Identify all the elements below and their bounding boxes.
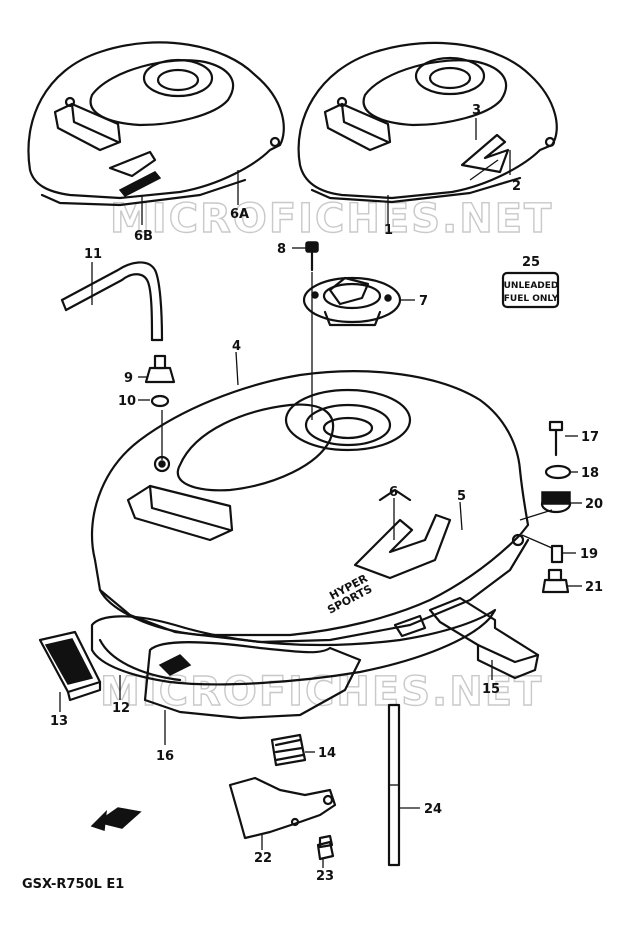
leader-lines [59,118,582,868]
bolt-23 [316,834,335,861]
callout-18: 18 [581,466,599,481]
plate-16 [143,641,362,720]
callout-1: 1 [384,223,393,238]
tank-cover-6a [27,41,285,207]
tank-cover-1 [297,41,558,204]
seal-12-inner [98,638,182,682]
callout-19-20: 20 [585,497,603,512]
cushion-13 [38,630,102,702]
callout-15: 15 [482,682,500,697]
callout-4: 4 [232,339,241,354]
callout-14: 14 [318,746,336,761]
callout-8: 8 [277,242,286,257]
watermark-bottom: MICROFICHES.NET [100,669,543,715]
fuel-cap-7 [302,276,402,327]
hose-11 [60,261,164,342]
bolt-17 [548,420,564,457]
fitting-9 [144,354,176,384]
model-code: GSX-R750L E1 [22,877,124,892]
callout-22: 22 [254,851,272,866]
callout-16: 16 [156,749,174,764]
bracket-15 [428,596,540,680]
callout-6a: 6A [230,207,249,222]
callout-6b: 6B [134,229,153,244]
callout-5: 5 [457,489,466,504]
front-arrow-icon [90,807,142,832]
callout-9: 9 [124,371,133,386]
callout-3: 3 [472,103,481,118]
washer-10 [150,394,170,408]
callout-labels: 1 2 3 4 5 6 6A 6B 7 8 9 10 11 12 13 14 1… [50,103,603,884]
cushion-14 [270,733,307,767]
callout-6: 6 [389,485,398,500]
grommet-21 [541,568,570,594]
callout-23: 23 [316,869,334,884]
callout-10: 10 [118,394,136,409]
callout-7: 7 [419,294,428,309]
bolt-8 [305,241,319,272]
sticker-25: UNLEADED FUEL ONLY [501,271,560,309]
callout-17: 17 [581,430,599,445]
callout-2: 2 [512,179,521,194]
callout-11: 11 [84,247,102,262]
sticker-line1: UNLEADED [504,281,559,291]
fuel-tank-4: HYPER SPORTS [90,370,530,644]
callout-13: 13 [50,714,68,729]
cushion-20 [540,491,572,514]
washer-18 [544,464,572,480]
callout-25: 25 [522,255,540,270]
bracket-22 [228,776,337,840]
callout-12: 12 [112,701,130,716]
callout-24: 24 [424,802,442,817]
callout-21: 21 [585,580,603,595]
collar-19 [550,544,564,564]
callout-19: 19 [580,547,598,562]
watermark-top: MICROFICHES.NET [110,196,553,242]
sticker-line2: FUEL ONLY [504,294,559,304]
